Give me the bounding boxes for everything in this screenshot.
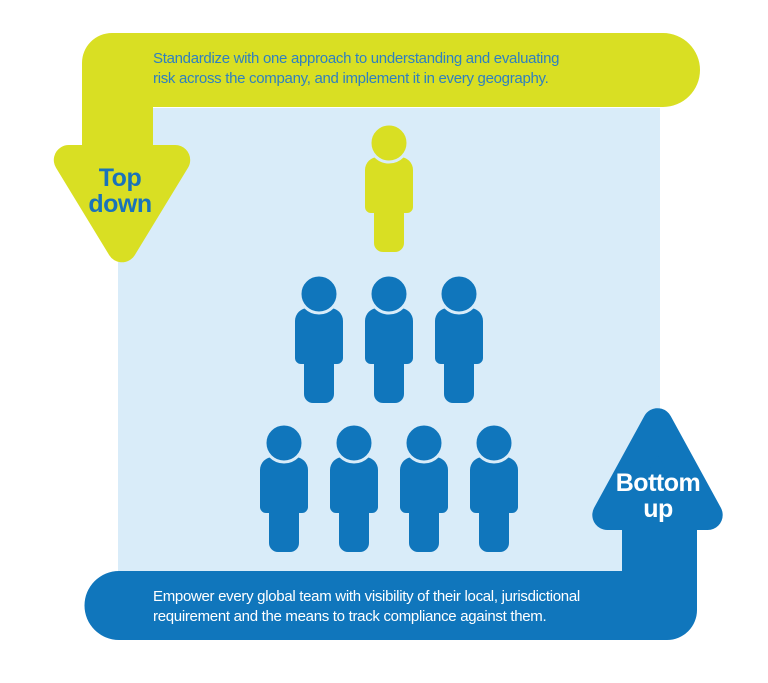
bottom-up-label: Bottom up — [588, 470, 728, 522]
bottom-banner-text: Empower every global team with visibilit… — [153, 587, 580, 627]
top-down-arrowhead — [53, 145, 191, 263]
bottom-banner-line-2: requirement and the means to track compl… — [153, 608, 547, 625]
top-down-label-line-2: down — [88, 190, 152, 218]
bottom-up-arrowhead — [592, 408, 723, 530]
top-down-label-line-1: Top — [98, 164, 142, 192]
top-banner-shape — [82, 33, 700, 165]
top-banner-line-1: Standardize with one approach to underst… — [153, 50, 560, 67]
top-banner-line-2: risk across the company, and implement i… — [153, 70, 549, 87]
bottom-up-label-line-1: Bottom — [615, 469, 701, 497]
bottom-banner-line-1: Empower every global team with visibilit… — [153, 588, 580, 605]
bottom-up-label-line-2: up — [643, 495, 673, 523]
bottom-banner-shape — [84, 500, 698, 640]
top-down-label: Top down — [50, 165, 190, 217]
top-banner-text: Standardize with one approach to underst… — [153, 49, 559, 89]
